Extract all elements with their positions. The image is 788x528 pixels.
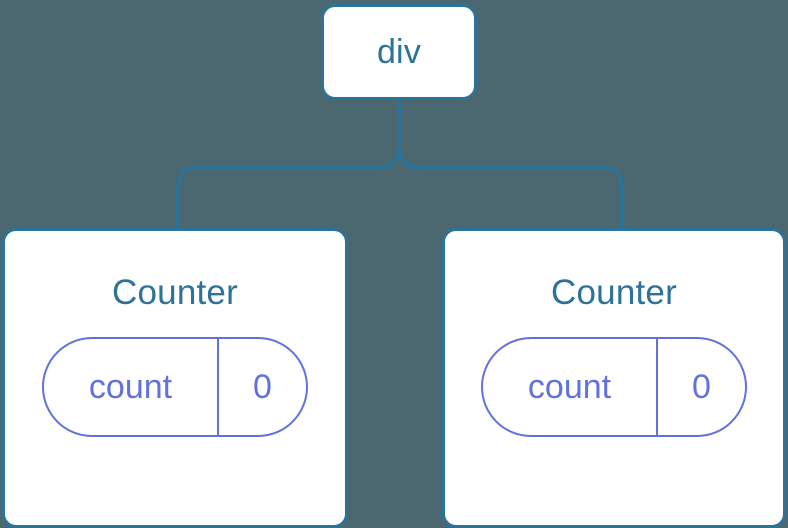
state-value-right: 0 bbox=[692, 368, 711, 406]
state-pill-right[interactable]: count 0 bbox=[481, 337, 747, 437]
connector-lines bbox=[176, 100, 624, 230]
diagram-canvas: div Counter count 0 Counter count 0 bbox=[2, 4, 786, 528]
node-counter-right[interactable]: Counter count 0 bbox=[442, 228, 786, 528]
state-key-left: count bbox=[44, 339, 219, 435]
node-div[interactable]: div bbox=[321, 4, 477, 100]
connector-to-left-child bbox=[176, 145, 401, 230]
state-key-right: count bbox=[483, 339, 658, 435]
state-pill-left[interactable]: count 0 bbox=[42, 337, 308, 437]
connector-to-right-child bbox=[397, 145, 624, 230]
node-counter-right-title: Counter bbox=[551, 273, 677, 312]
node-counter-left[interactable]: Counter count 0 bbox=[2, 228, 348, 528]
node-counter-left-title: Counter bbox=[112, 273, 238, 312]
node-div-label: div bbox=[376, 33, 422, 71]
state-value-left: 0 bbox=[253, 368, 272, 406]
